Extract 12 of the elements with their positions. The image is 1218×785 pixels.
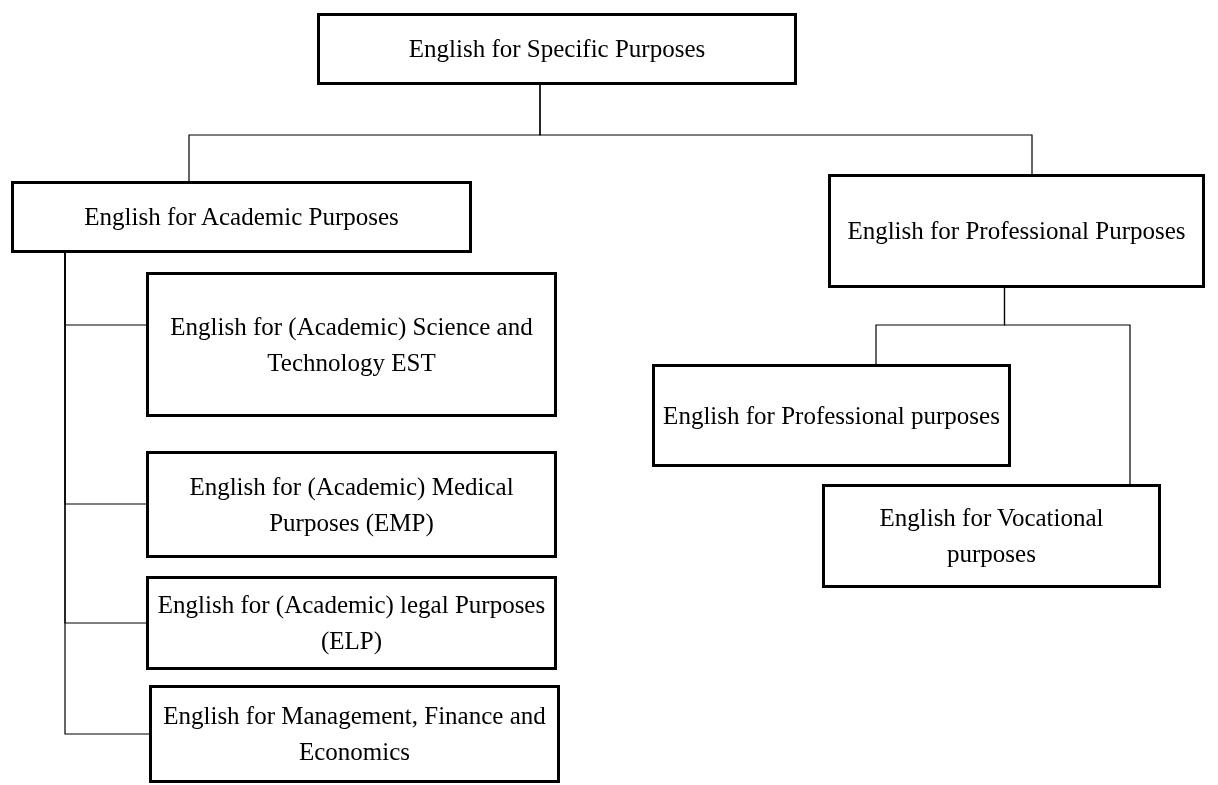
category-box: English for Professional Purposes	[828, 174, 1205, 288]
category-box: English for (Academic) legal Purposes (ELP)	[146, 576, 557, 670]
connector-line	[1003, 287, 1131, 485]
category-box: English for Management, Finance and Economics	[149, 685, 560, 783]
category-box: English for (Academic) Science and Technology EST	[146, 272, 557, 417]
category-box: English for (Academic) Medical Purposes (EMP)	[146, 451, 557, 558]
category-box: English for Vocational purposes	[822, 484, 1161, 588]
connector-line	[64, 252, 150, 735]
category-box: English for Professional purposes	[652, 364, 1011, 467]
connector-line	[539, 84, 1033, 175]
category-box: English for Specific Purposes	[317, 13, 797, 85]
category-box: English for Academic Purposes	[11, 181, 472, 253]
